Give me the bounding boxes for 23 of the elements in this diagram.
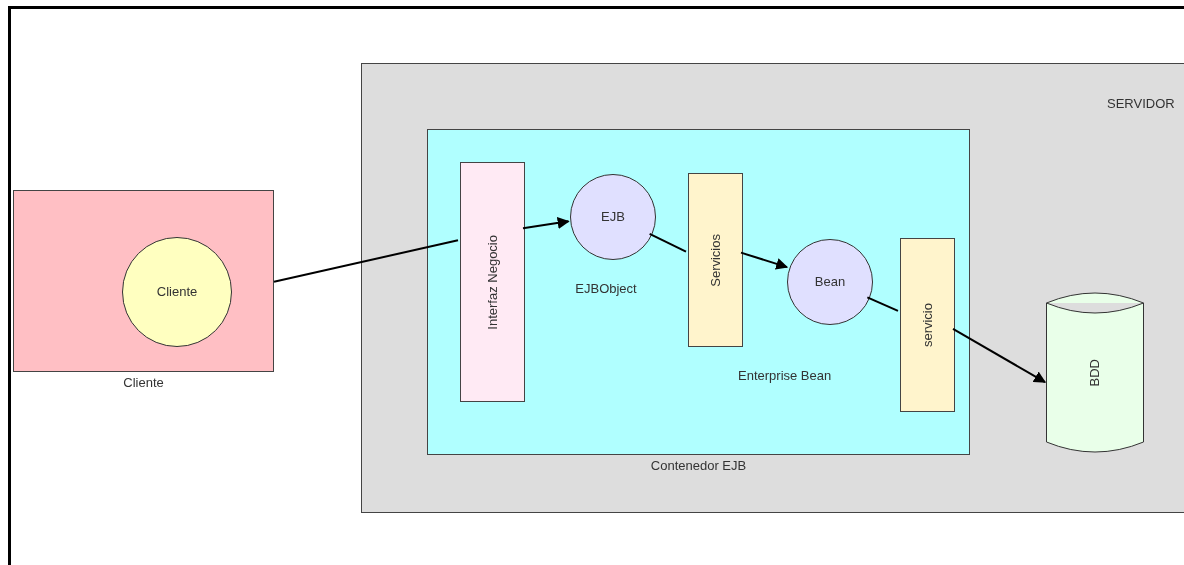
database-cylinder <box>1046 291 1144 454</box>
arrow <box>522 217 570 230</box>
connector-line <box>273 239 459 283</box>
node-label: Servicios <box>706 233 724 287</box>
node-caption: EJBObject <box>575 280 637 298</box>
arrow <box>740 251 789 270</box>
box-heading: Cliente <box>123 374 164 392</box>
connector-line <box>866 296 899 312</box>
box-heading: SERVIDOR <box>1107 95 1175 113</box>
node-label: EJB <box>601 208 625 227</box>
node-label: Interfaz Negocio <box>483 234 501 330</box>
service-box <box>900 238 955 412</box>
node-label: Bean <box>814 273 846 292</box>
interface-box <box>460 162 525 402</box>
arrow <box>952 327 1047 384</box>
server-box <box>361 63 1184 513</box>
component-label: Enterprise Bean <box>738 367 832 385</box>
node-label: BDD <box>1086 358 1104 387</box>
node-label: Cliente <box>156 283 198 302</box>
box-heading: Contenedor EJB <box>650 457 747 475</box>
node-label: servicio <box>918 302 936 348</box>
services-box <box>688 173 743 347</box>
connector-line <box>648 232 687 253</box>
